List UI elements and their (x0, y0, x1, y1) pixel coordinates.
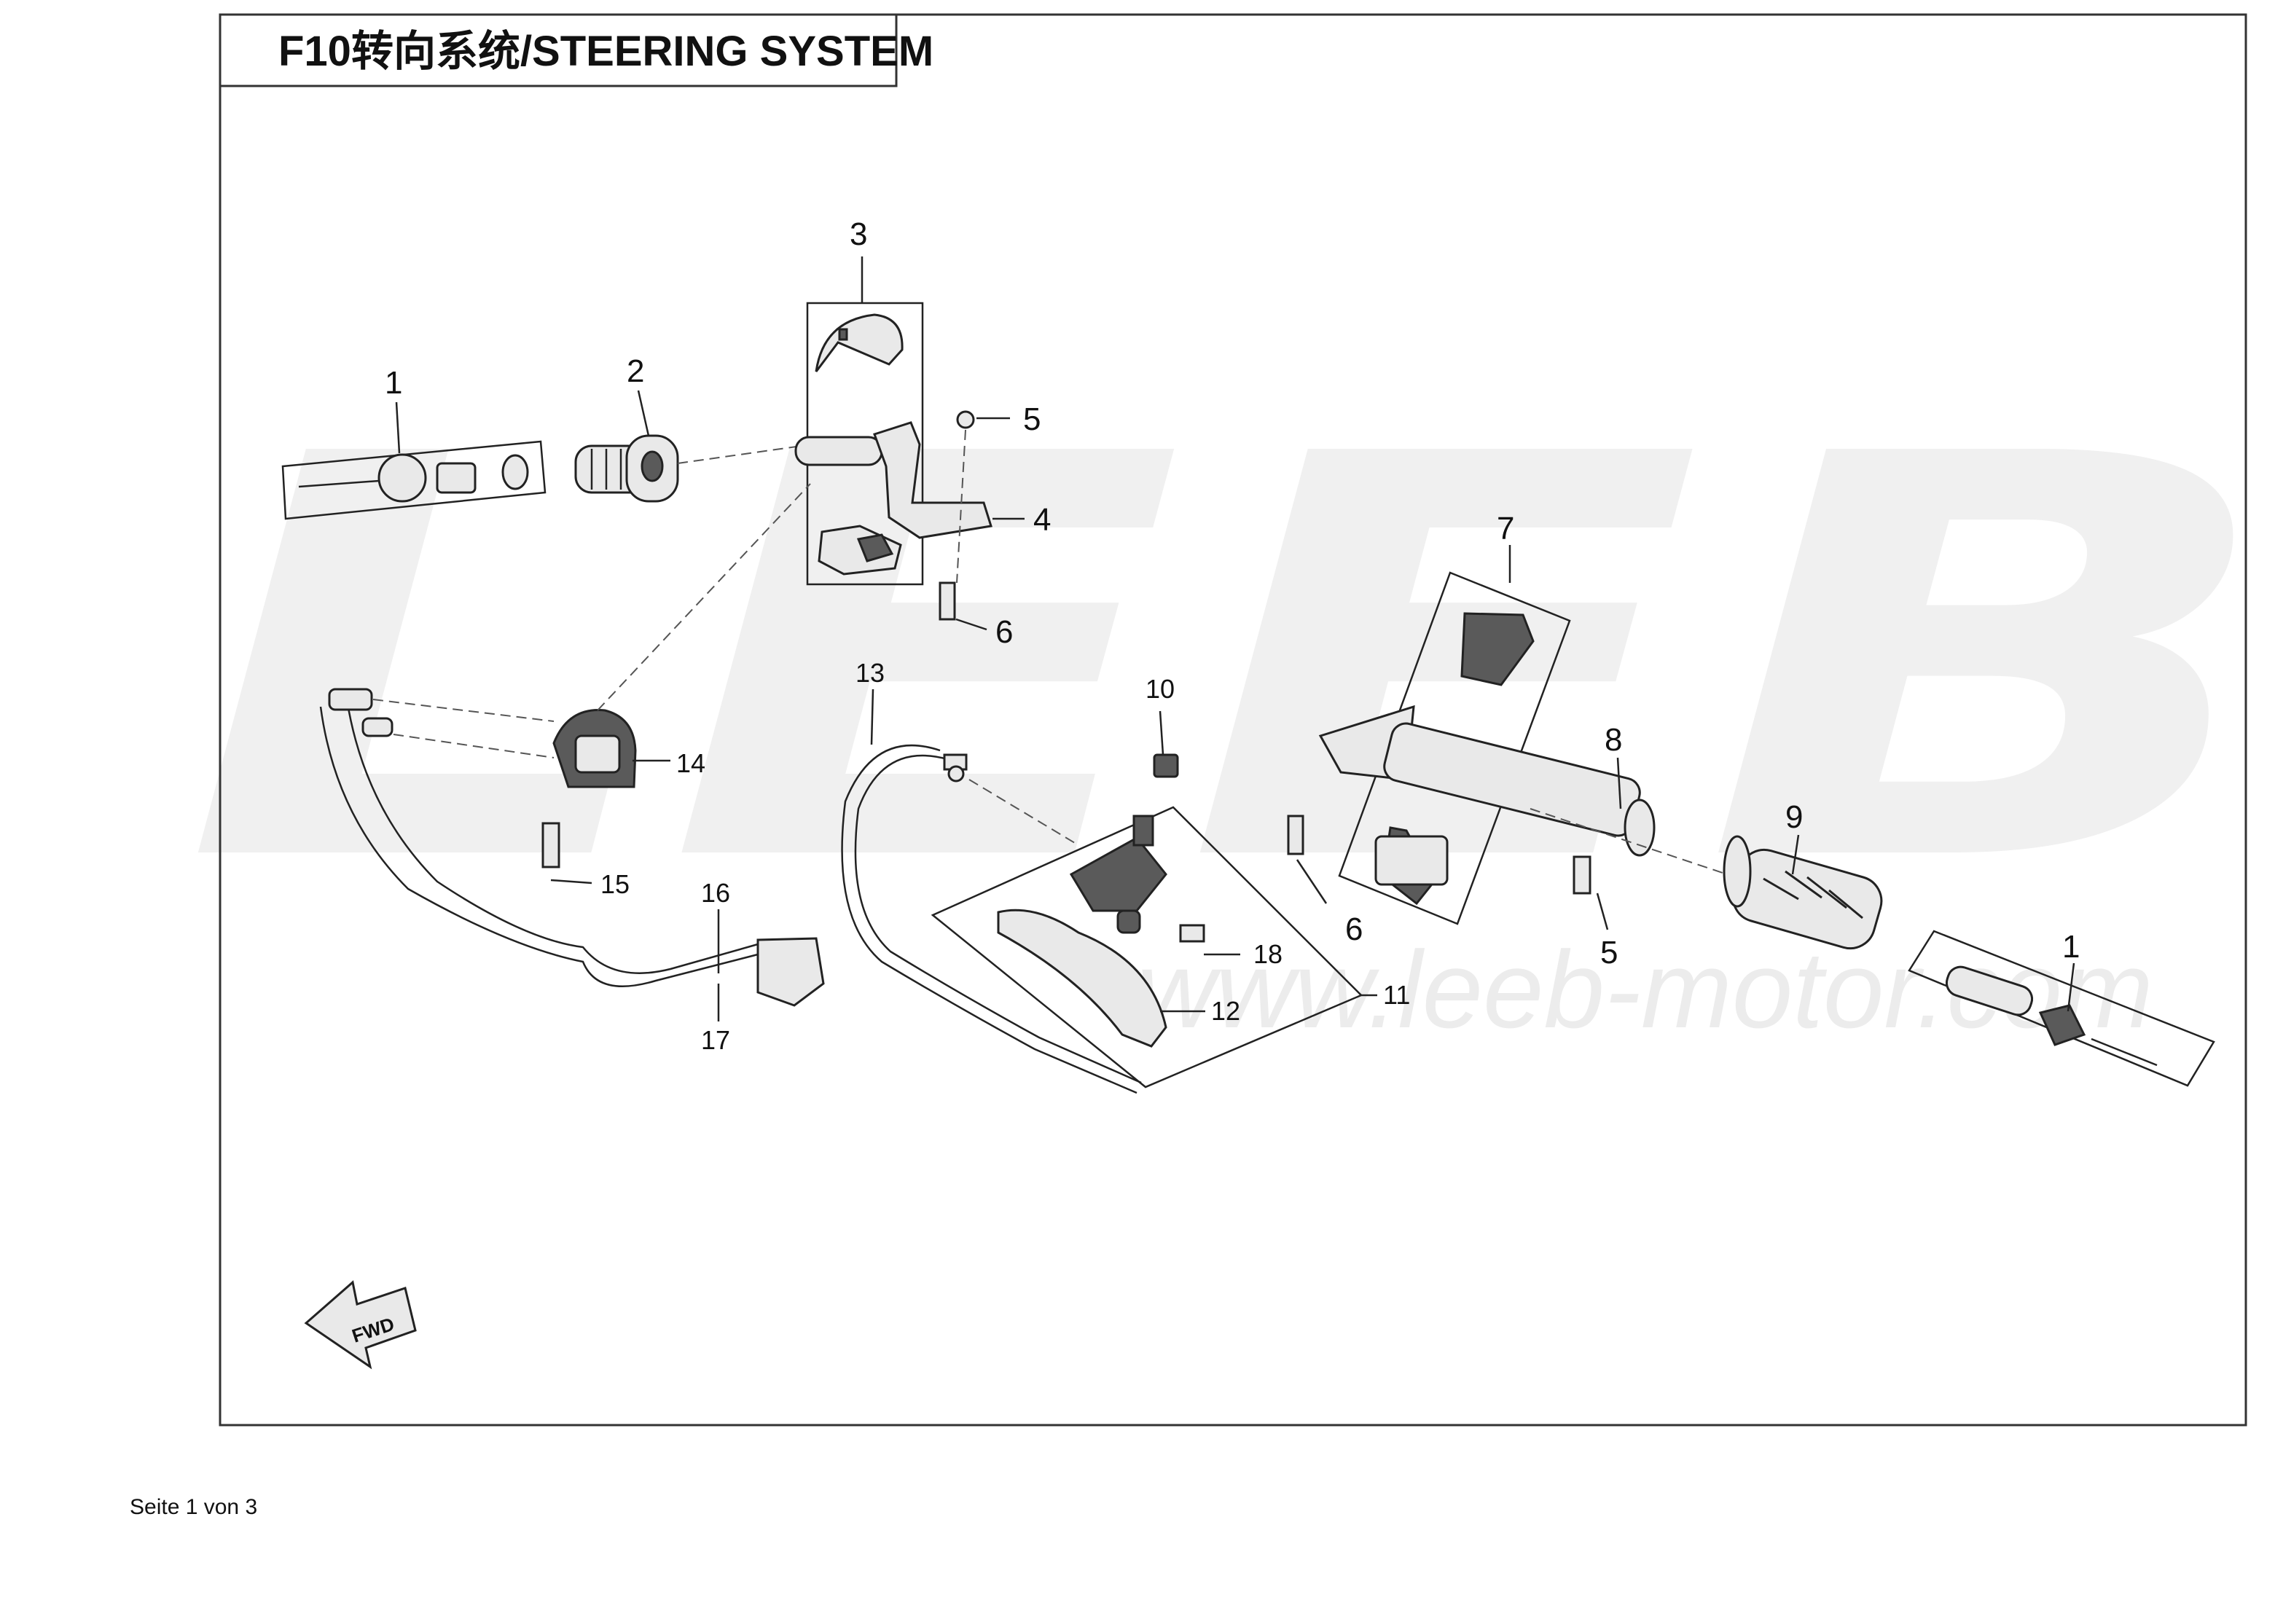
callout-3: 3 (850, 216, 867, 252)
callout-14: 14 (676, 748, 705, 778)
callout-6-right: 6 (1345, 911, 1363, 947)
callout-12: 12 (1211, 996, 1240, 1026)
diagram-title: F10转向系统/STEERING SYSTEM (278, 28, 933, 75)
brake-caliper (756, 937, 825, 1007)
bolt-right (1287, 815, 1304, 855)
clutch-lever-assembly (931, 806, 1363, 1088)
page-footer: Seite 1 von 3 (130, 1495, 258, 1519)
clutch-cable (841, 744, 1138, 1094)
diagram-frame (219, 13, 2247, 1427)
callout-9: 9 (1785, 799, 1803, 835)
callout-11: 11 (1383, 980, 1410, 1010)
callout-18: 18 (1253, 939, 1283, 969)
right-grip (1723, 835, 1883, 950)
bolt-upper (939, 581, 956, 621)
callout-1-left: 1 (385, 365, 402, 401)
watermark-brand: LEEB (182, 340, 2275, 984)
callout-7: 7 (1497, 511, 1514, 546)
left-switch (552, 709, 637, 788)
fwd-arrow-icon: FWD (304, 1280, 417, 1370)
title-box (219, 13, 898, 87)
callout-15: 15 (600, 869, 630, 899)
callout-4: 4 (1033, 502, 1051, 538)
callout-10: 10 (1146, 674, 1175, 704)
bar-end-left (281, 440, 547, 520)
bolt-left-switch (541, 822, 560, 868)
callout-17: 17 (701, 1025, 730, 1055)
bar-end-right (1908, 930, 2215, 1087)
callout-8: 8 (1605, 722, 1622, 758)
callout-6-upper: 6 (995, 614, 1013, 650)
screw-right (1573, 855, 1591, 895)
callout-5-upper: 5 (1023, 401, 1041, 437)
callout-2: 2 (627, 353, 644, 389)
cable-guide (794, 421, 992, 539)
callout-13: 13 (855, 658, 885, 688)
callout-5-right: 5 (1600, 935, 1618, 970)
callout-1-right: 1 (2062, 929, 2080, 965)
reservoir-cap (1153, 753, 1179, 778)
throttle-grip (574, 434, 679, 503)
nut-upper (956, 410, 975, 429)
callout-16: 16 (701, 878, 730, 908)
